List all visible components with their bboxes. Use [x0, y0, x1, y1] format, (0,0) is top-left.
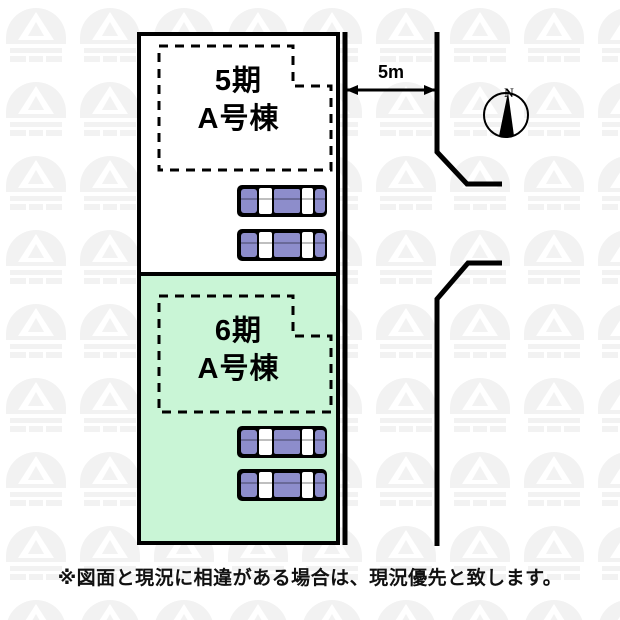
car-top-view-icon	[236, 425, 328, 459]
lot-divider-line	[141, 272, 336, 276]
svg-text:N: N	[504, 85, 514, 100]
lot-label-phase5-line2: A号棟	[197, 103, 280, 136]
double-arrow-icon	[341, 83, 441, 97]
lot-label-phase6-line1: 6期	[214, 315, 263, 347]
disclaimer-note: ※図面と現況に相違がある場合は、現況優先と致します。	[57, 568, 563, 589]
lot-label-phase5-line1: 5期	[214, 65, 263, 97]
car-top-view-icon	[236, 228, 328, 262]
lot-label-phase5: 5期 A号棟	[137, 62, 340, 139]
lot-label-phase6: 6期 A号棟	[137, 312, 340, 389]
car-top-view-icon	[236, 468, 328, 502]
road-width-label: 5m	[377, 62, 404, 82]
compass-north-icon: N	[481, 84, 535, 146]
lot-label-phase6-line2: A号棟	[197, 353, 280, 386]
car-top-view-icon	[236, 184, 328, 218]
